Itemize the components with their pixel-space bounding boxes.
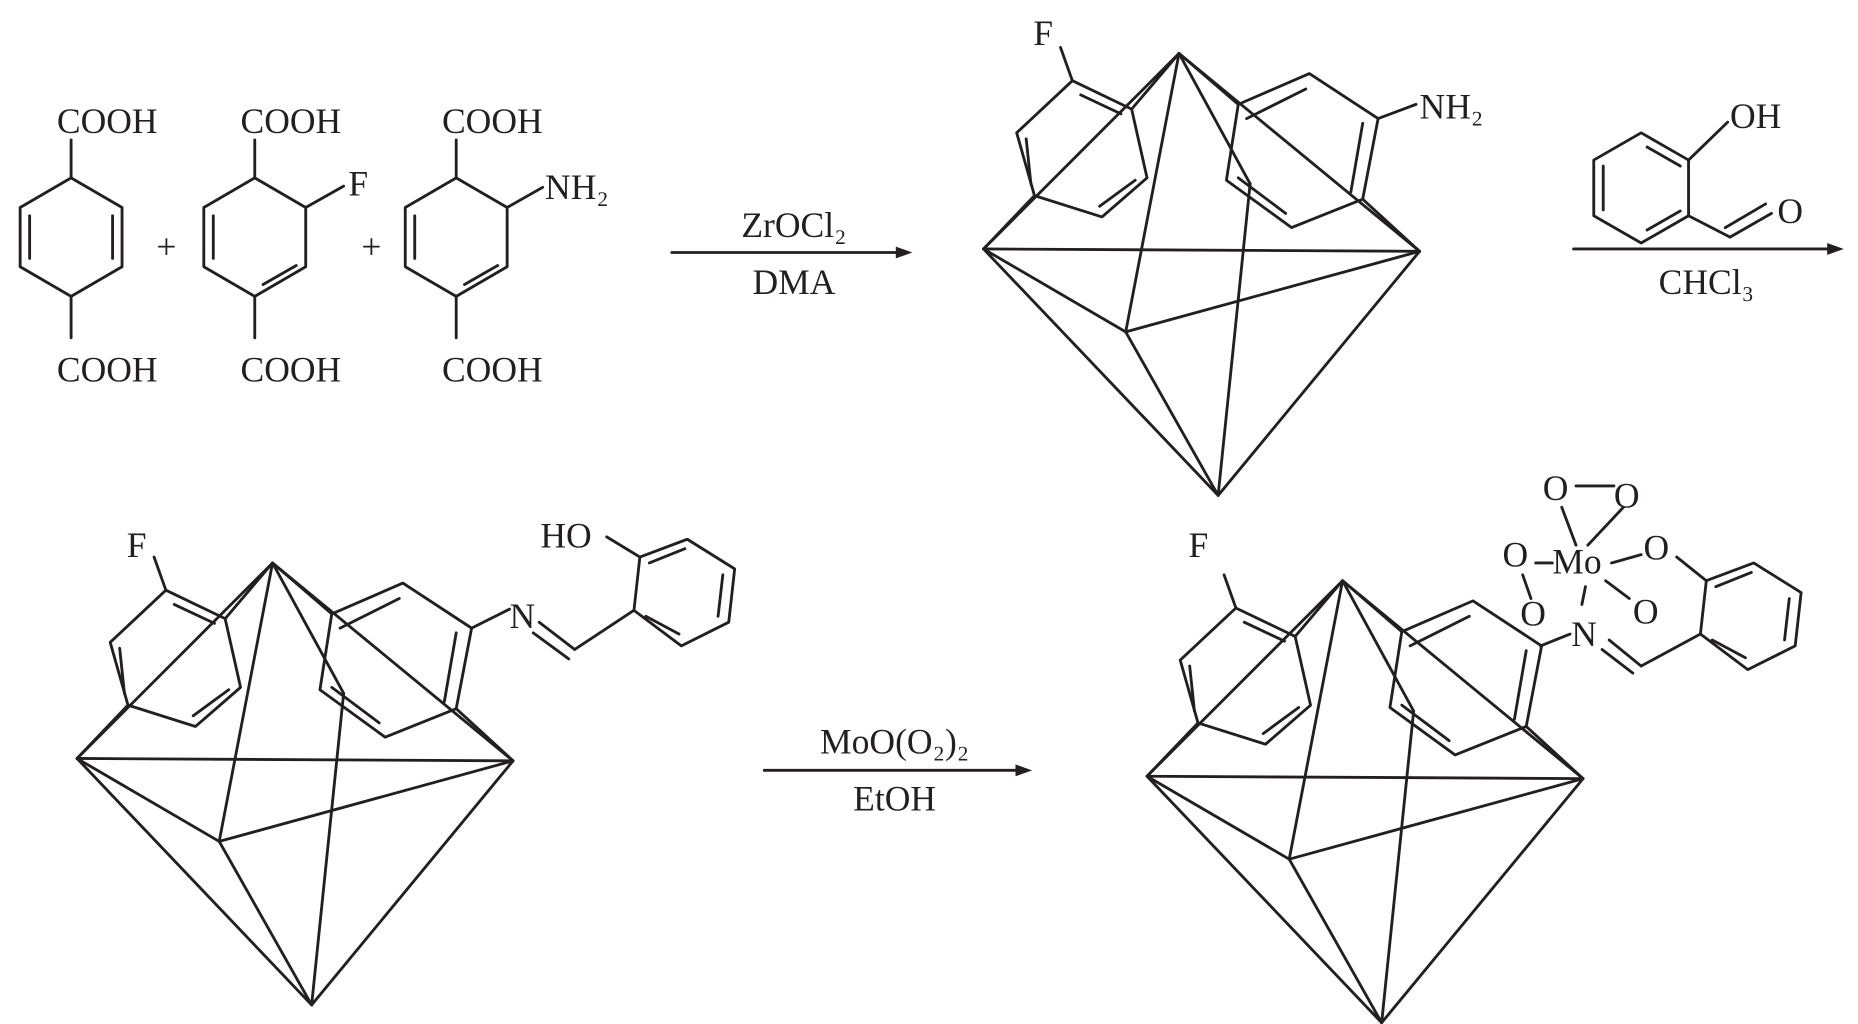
reaction-arrow-2: OH O CHCl₃ [1572,96,1844,302]
hydroxyl-label: OH [1730,96,1781,136]
peroxo-o-label: O [1503,535,1529,575]
cooh-bottom-label: COOH [241,350,342,390]
cooh-top-label: COOH [442,101,543,141]
solvent-label: EtOH [853,779,936,819]
solvent-label: DMA [752,262,835,302]
fluoro-label: F [1189,525,1209,565]
cooh-bottom-label: COOH [57,350,158,390]
fluoro-label: F [1033,13,1053,53]
cooh-top-label: COOH [57,101,158,141]
phenoxo-o-label: O [1644,527,1670,567]
cooh-bottom-label: COOH [442,350,543,390]
peroxo-o-label: O [1543,468,1569,508]
peroxo-o-label: O [1520,594,1546,634]
oxo-o-label: O [1633,591,1659,631]
aminoterephthalic-acid: COOH COOH NH₂ [403,101,609,390]
reagent-label: MoO(O₂)₂ [820,722,969,762]
reaction-arrow-3: MoO(O₂)₂ EtOH [762,722,1033,819]
imine-n-label: N [1571,614,1597,654]
molybdenum-label: Mo [1552,542,1601,582]
carbonyl-o-label: O [1777,191,1803,231]
reagent-label: ZrOCl₂ [741,205,846,245]
amine-label: NH₂ [545,167,609,207]
mof-amino-structure: F NH₂ [982,13,1484,497]
peroxo-o-label: O [1614,475,1640,515]
fluoro-label: F [127,525,147,565]
solvent-label: CHCl₃ [1659,262,1754,302]
cooh-top-label: COOH [241,101,342,141]
imine-n-label: N [510,596,536,636]
terephthalic-acid: COOH COOH [18,101,158,390]
plus-sign: + [361,226,381,266]
plus-sign: + [156,226,176,266]
fluoroterephthalic-acid: COOH COOH F [202,101,368,390]
mof-imine-structure: F HO N [75,516,737,1007]
mof-mo-complex-structure: F O O O Mo O O O N [1145,468,1803,1024]
fluoro-label: F [348,164,368,204]
reaction-arrow-1: ZrOCl₂ DMA [670,205,913,302]
hydroxyl-label: HO [540,516,591,556]
amine-label: NH₂ [1420,87,1484,127]
